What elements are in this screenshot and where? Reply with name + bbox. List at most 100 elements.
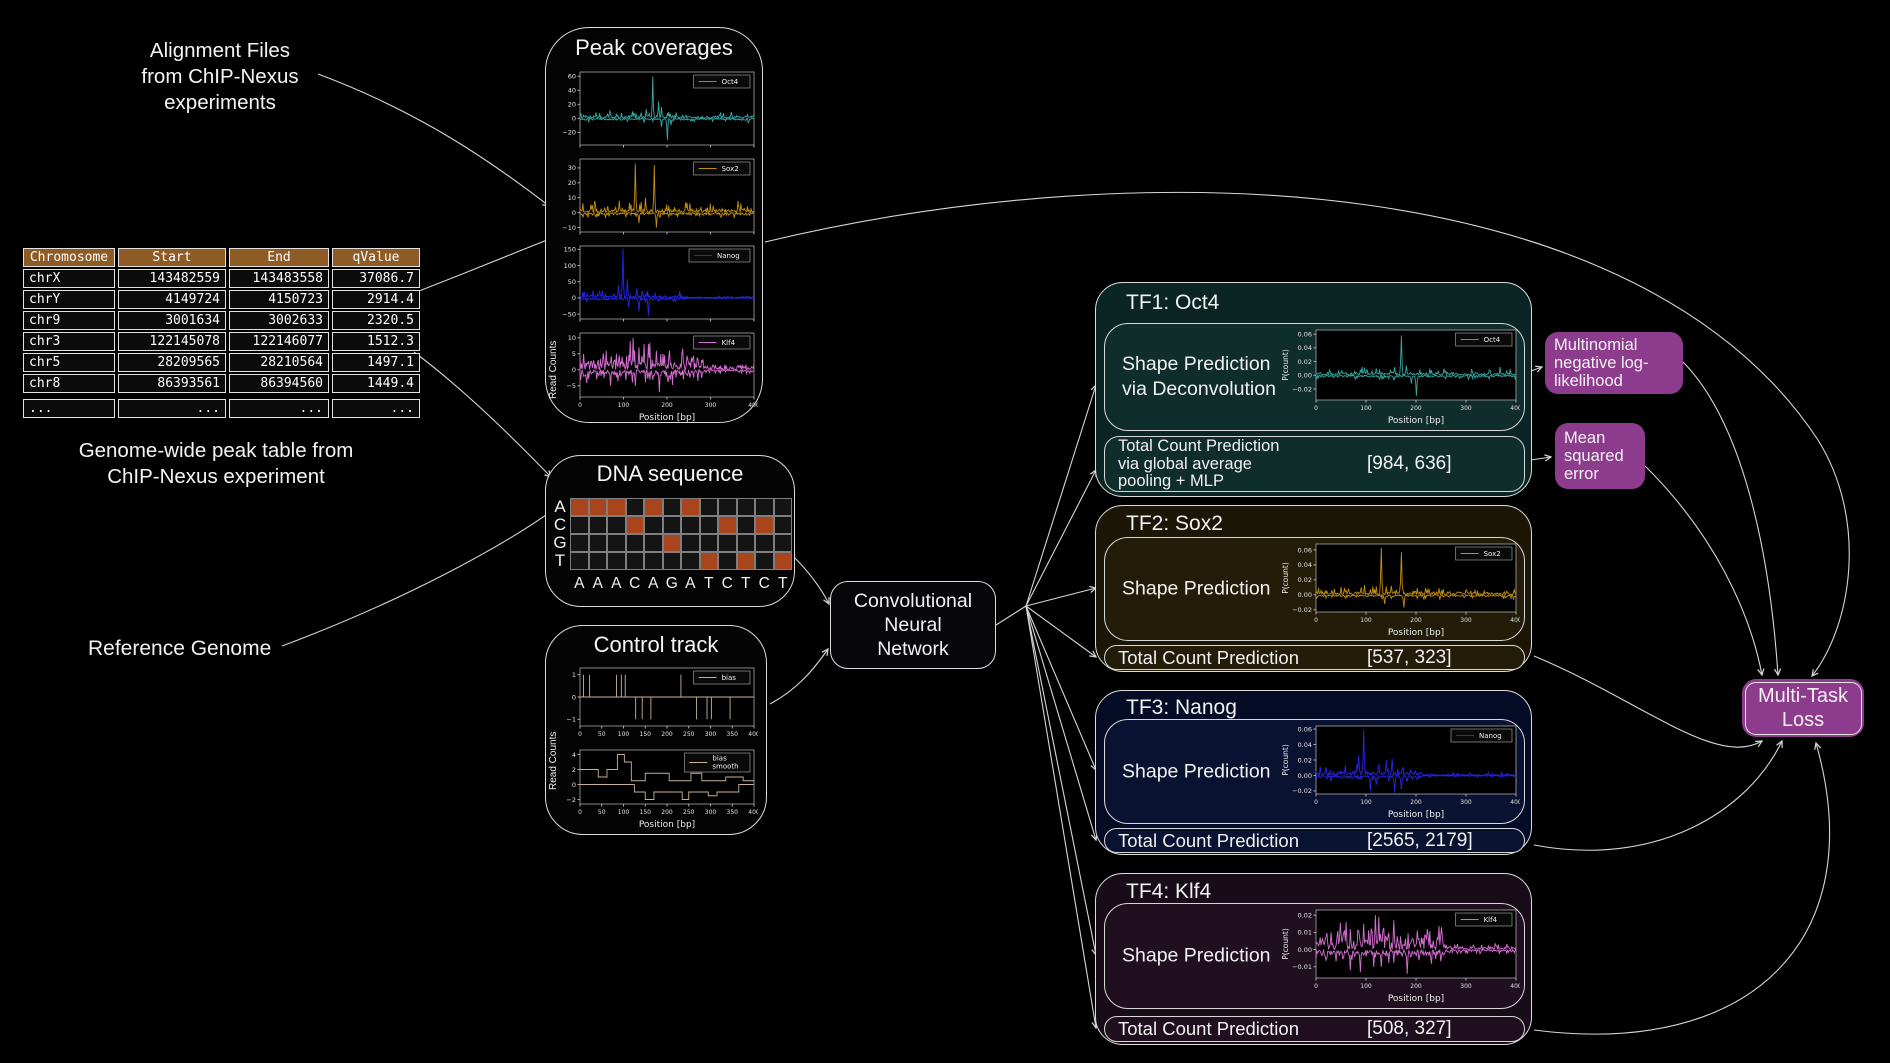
one-hot-cell-active (681, 498, 700, 516)
svg-text:Nanog: Nanog (1479, 732, 1502, 740)
svg-text:350: 350 (727, 809, 739, 816)
svg-text:10: 10 (568, 334, 576, 342)
one-hot-cell-active (607, 498, 626, 516)
table-cell: chr8 (23, 374, 115, 393)
svg-text:0.02: 0.02 (1298, 756, 1312, 764)
dna-base-letter: T (741, 575, 751, 592)
svg-text:0.02: 0.02 (1298, 358, 1312, 366)
dna-base-letter: T (704, 575, 714, 592)
svg-text:0.04: 0.04 (1298, 741, 1312, 749)
svg-text:−0.02: −0.02 (1292, 606, 1312, 614)
tf1-oct4-panel: TF1: Oct4 Shape Prediction via Deconvolu… (1095, 282, 1532, 497)
table-cell: chrY (23, 290, 115, 309)
one-hot-cell (736, 534, 755, 552)
svg-text:Position [bp]: Position [bp] (1388, 416, 1444, 426)
svg-text:−50: −50 (562, 310, 576, 318)
one-hot-cell (699, 516, 718, 534)
svg-text:0: 0 (578, 731, 582, 738)
one-hot-cell (570, 552, 589, 570)
table-cell: 122145078 (118, 332, 226, 351)
svg-text:0: 0 (578, 402, 582, 409)
svg-text:−1: −1 (566, 716, 576, 724)
svg-text:300: 300 (705, 402, 717, 409)
one-hot-cell (773, 498, 792, 516)
svg-text:300: 300 (1460, 405, 1472, 412)
table-header-cell: Start (118, 248, 226, 267)
one-hot-cell (607, 534, 626, 552)
tf4-title: TF4: Klf4 (1126, 880, 1212, 903)
svg-text:0.02: 0.02 (1298, 576, 1312, 584)
tf1-shape-label: Shape Prediction via Deconvolution (1122, 353, 1276, 400)
svg-text:Sox2: Sox2 (1484, 550, 1501, 558)
svg-text:Klf4: Klf4 (722, 339, 736, 347)
dna-row-label: A (554, 497, 566, 516)
one-hot-cell-active (699, 552, 718, 570)
one-hot-cell (588, 534, 607, 552)
svg-text:100: 100 (618, 731, 630, 738)
svg-text:0.06: 0.06 (1298, 330, 1312, 338)
one-hot-cell (755, 498, 774, 516)
svg-text:0.06: 0.06 (1298, 725, 1312, 733)
svg-text:200: 200 (661, 809, 673, 816)
svg-text:0.04: 0.04 (1298, 561, 1312, 569)
svg-text:0.01: 0.01 (1298, 929, 1312, 937)
svg-text:100: 100 (1360, 405, 1372, 412)
table-cell: chrX (23, 269, 115, 288)
cnn-label: Convolutional Neural Network (853, 590, 973, 660)
table-cell: 37086.7 (332, 269, 420, 288)
svg-text:bias: bias (712, 755, 727, 763)
one-hot-cell (662, 498, 681, 516)
svg-text:Position [bp]: Position [bp] (639, 413, 695, 423)
svg-text:40: 40 (568, 87, 576, 95)
svg-text:100: 100 (564, 262, 576, 270)
svg-text:0: 0 (572, 366, 576, 374)
tf4-shape-label: Shape Prediction (1122, 944, 1271, 967)
one-hot-cell (607, 552, 626, 570)
table-row: ............ (23, 399, 420, 418)
svg-text:0.00: 0.00 (1298, 591, 1312, 599)
svg-text:250: 250 (683, 731, 695, 738)
table-cell: 3002633 (229, 311, 329, 330)
svg-text:200: 200 (1410, 799, 1422, 806)
svg-text:200: 200 (661, 731, 673, 738)
table-cell: 3001634 (118, 311, 226, 330)
table-cell: 86394560 (229, 374, 329, 393)
svg-text:bias: bias (722, 674, 737, 682)
table-cell: 2320.5 (332, 311, 420, 330)
svg-text:0.00: 0.00 (1298, 372, 1312, 380)
svg-text:150: 150 (564, 246, 576, 254)
dna-row-label: C (553, 515, 567, 534)
one-hot-cell (718, 552, 737, 570)
tf3-count-value: [2565, 2179] (1367, 829, 1473, 851)
one-hot-cell (718, 534, 737, 552)
cnn-node: Convolutional Neural Network (830, 581, 996, 669)
one-hot-cell (625, 552, 644, 570)
one-hot-cell-active (570, 498, 589, 516)
svg-text:300: 300 (1460, 617, 1472, 624)
tf1-title: TF1: Oct4 (1126, 291, 1220, 314)
svg-text:Position [bp]: Position [bp] (639, 820, 695, 830)
one-hot-cell (625, 498, 644, 516)
table-cell: 1512.3 (332, 332, 420, 351)
svg-text:P(count): P(count) (1281, 349, 1290, 381)
one-hot-cell (570, 516, 589, 534)
table-cell: ... (118, 399, 226, 418)
dna-sequence-title: DNA sequence (596, 461, 744, 486)
svg-text:0.06: 0.06 (1298, 546, 1312, 554)
table-cell: 1497.1 (332, 353, 420, 372)
one-hot-cell-active (755, 516, 774, 534)
table-cell: chr9 (23, 311, 115, 330)
svg-text:150: 150 (640, 809, 652, 816)
multi-task-loss-label: Multi-Task Loss (1744, 681, 1862, 735)
table-cell: 4150723 (229, 290, 329, 309)
